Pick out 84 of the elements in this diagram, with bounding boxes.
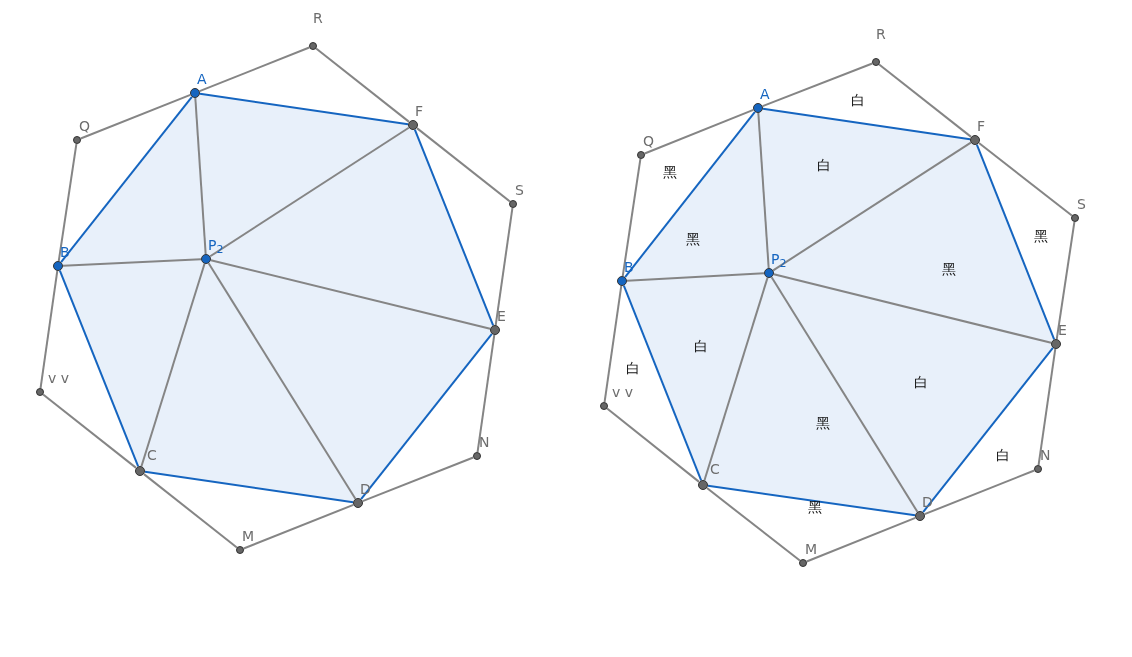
line-segment xyxy=(361,456,475,503)
point-label: D xyxy=(360,481,371,497)
line-segment xyxy=(603,284,623,404)
point-label: C xyxy=(147,447,157,463)
line-segment xyxy=(922,346,1054,514)
line-segment xyxy=(194,97,207,255)
region-label: 黑 xyxy=(663,164,677,180)
line-segment xyxy=(761,62,874,108)
line-segment xyxy=(706,484,917,517)
line-segment xyxy=(143,470,355,504)
region-label: 黑 xyxy=(808,499,822,515)
line-segment xyxy=(703,276,769,482)
line-segment xyxy=(975,143,1056,341)
line-segment xyxy=(360,332,493,501)
point-label: N xyxy=(479,434,490,450)
point-label: F xyxy=(977,118,986,134)
line-segment xyxy=(761,107,972,141)
line-segment xyxy=(142,473,238,549)
point-label: R xyxy=(313,10,323,26)
line-segment xyxy=(805,516,917,563)
line-segment xyxy=(60,95,193,264)
line-segment xyxy=(878,63,973,138)
region-label: 白 xyxy=(817,157,831,173)
region-label: 白 xyxy=(694,338,708,354)
line-segment xyxy=(770,276,919,513)
point-label: F xyxy=(415,103,424,119)
point-label: E xyxy=(497,308,506,324)
region-label: 黑 xyxy=(1034,228,1048,244)
region-label: 黑 xyxy=(686,231,700,247)
region-label: 黑 xyxy=(816,415,830,431)
point-label: E xyxy=(1058,322,1067,338)
line-segment xyxy=(62,258,202,267)
line-segment xyxy=(198,46,311,93)
point-label: A xyxy=(760,86,770,102)
line-segment xyxy=(624,110,756,279)
region-label: 黑 xyxy=(942,261,956,277)
line-segment xyxy=(1037,347,1057,467)
line-segment xyxy=(198,92,410,126)
point-label: v v xyxy=(48,370,70,386)
region-label: 白 xyxy=(851,92,865,108)
point-label: M xyxy=(242,528,255,544)
line-segment xyxy=(705,487,801,562)
point-label: P$_{2}$ xyxy=(208,237,224,253)
line-segment xyxy=(415,127,511,203)
point-label: C xyxy=(710,461,720,477)
line-segment xyxy=(772,141,972,272)
point-label: v v xyxy=(612,384,634,400)
region-label: 白 xyxy=(996,447,1010,463)
line-segment xyxy=(757,112,770,269)
line-segment xyxy=(209,126,410,258)
point-label: S xyxy=(515,182,524,198)
line-segment xyxy=(622,284,703,482)
line-segment xyxy=(209,259,492,330)
line-segment xyxy=(42,393,138,469)
line-segment xyxy=(413,128,495,327)
line-segment xyxy=(140,262,206,468)
line-segment xyxy=(626,272,765,282)
line-segment xyxy=(58,269,140,468)
line-segment xyxy=(476,333,496,454)
point-label: S xyxy=(1077,196,1086,212)
line-segment xyxy=(57,142,78,263)
point-label: R xyxy=(876,26,886,42)
line-segment xyxy=(79,93,192,140)
line-segment xyxy=(494,206,514,327)
line-segment xyxy=(621,157,642,278)
line-segment xyxy=(772,273,1053,344)
line-segment xyxy=(242,503,355,550)
line-segment xyxy=(606,407,701,483)
line-segment xyxy=(39,269,59,390)
point-label: Q xyxy=(643,133,655,149)
region-label: 白 xyxy=(626,360,640,376)
point-label: N xyxy=(1040,447,1051,463)
point-label: Q xyxy=(79,118,91,134)
point-label: P$_{2}$ xyxy=(771,251,787,267)
point-label: A xyxy=(197,71,207,87)
line-segment xyxy=(1055,220,1076,341)
line-segment xyxy=(315,47,411,123)
line-segment xyxy=(207,262,357,500)
line-segment xyxy=(643,108,755,155)
point-label: M xyxy=(805,541,818,557)
line-segment xyxy=(923,469,1036,516)
region-label: 白 xyxy=(914,374,928,390)
line-segment xyxy=(977,142,1073,217)
point-label: D xyxy=(922,494,933,510)
